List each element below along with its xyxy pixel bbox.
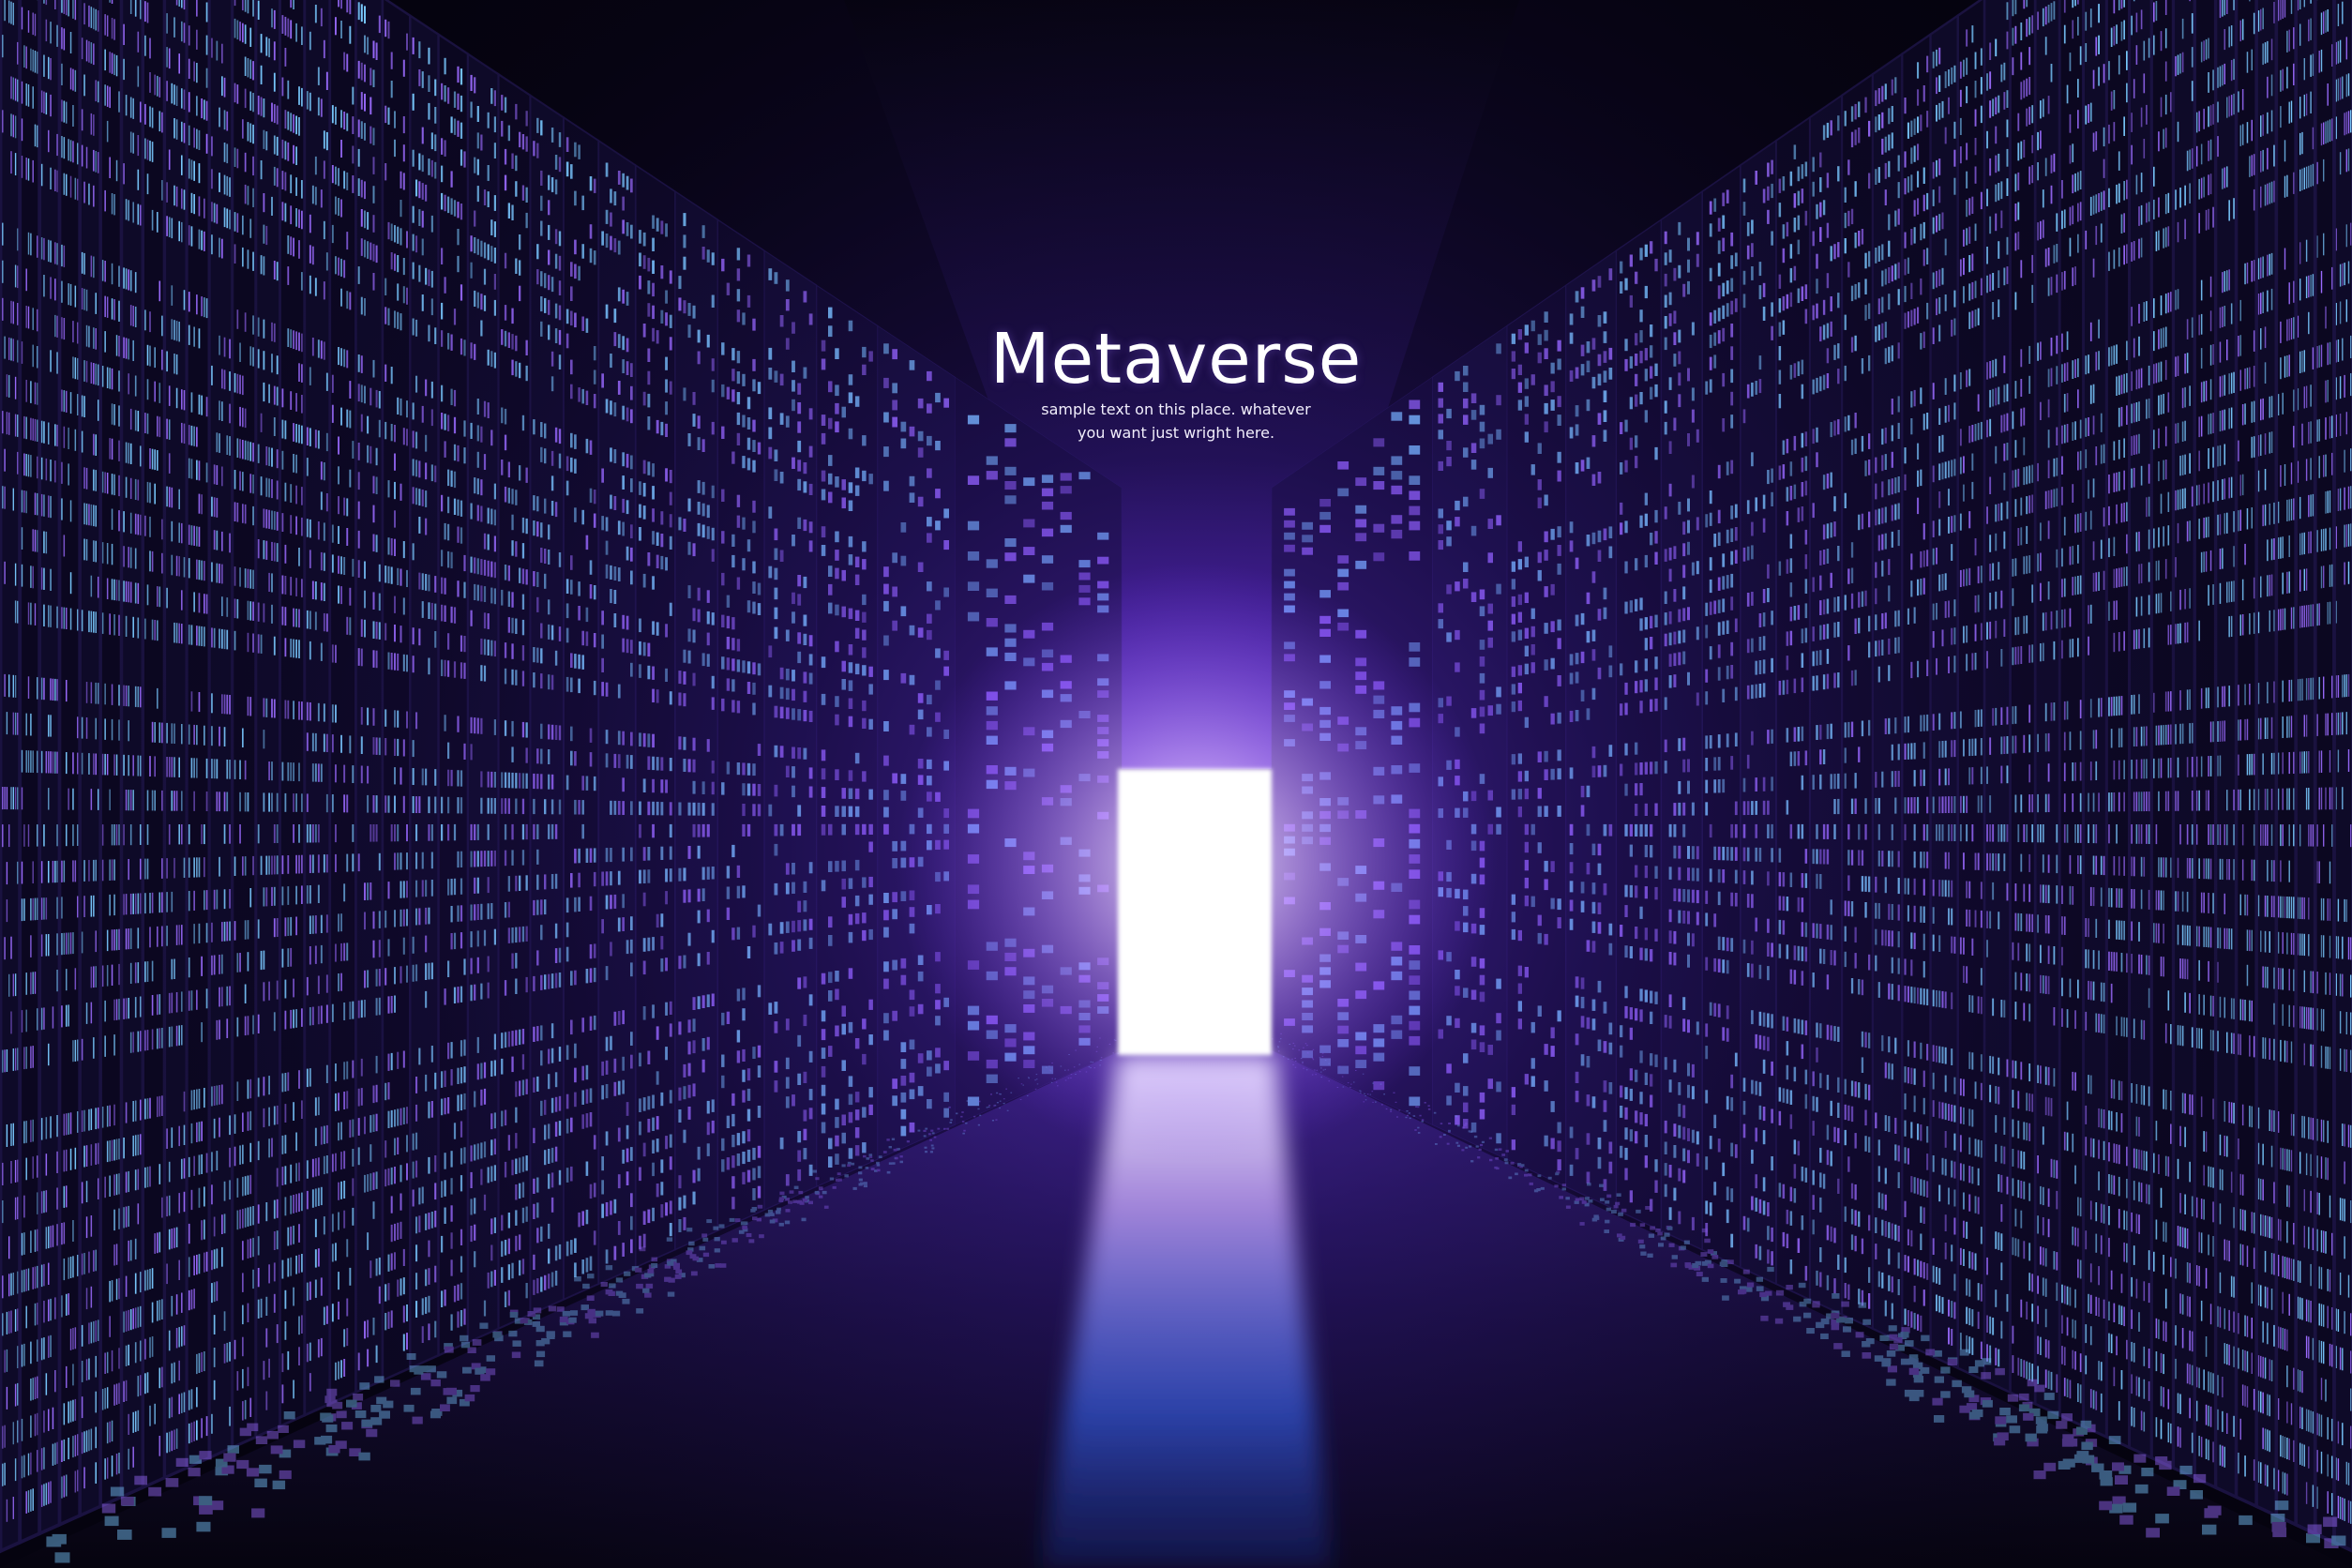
server-corridor-illustration <box>0 0 2352 1568</box>
metaverse-scene <box>0 0 2352 1568</box>
